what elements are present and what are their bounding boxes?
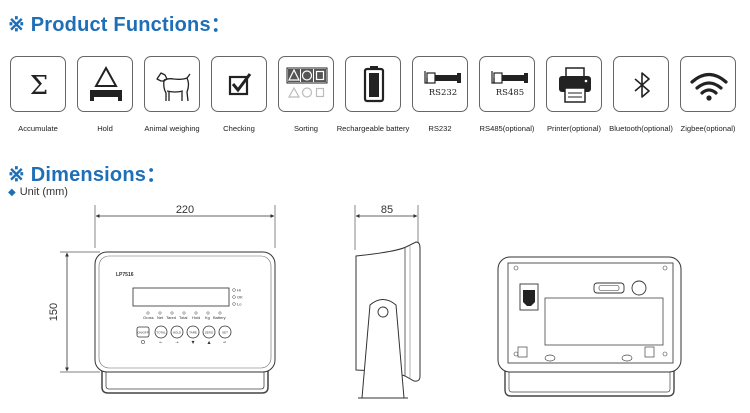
printer-icon	[546, 56, 602, 112]
power-symbol-icon	[141, 340, 145, 344]
zero-button	[202, 325, 216, 339]
dog-icon	[144, 56, 200, 112]
function-label-hold: Hold	[97, 124, 113, 133]
back-view-drawing	[497, 256, 682, 397]
function-label-printer: Printer(optional)	[546, 124, 602, 133]
product-functions-heading: ※ Product Functions：	[8, 14, 231, 36]
front-view-drawing: 220 150 LP7516 Hi OK Lo Gross Net Tared	[48, 204, 276, 394]
unit-note: ◆Unit (mm)	[8, 186, 68, 198]
hold-button-label: HOLD	[173, 331, 182, 335]
rs232-connector-text: RS232	[429, 88, 457, 98]
dimensions-heading: ※ Dimensions：	[8, 164, 167, 186]
indicator-tared: Tared	[166, 315, 176, 320]
sigma-icon: Σ	[10, 56, 66, 112]
device-model-label: LP7516	[116, 272, 134, 278]
tare-button	[186, 325, 200, 339]
svg-text:Σ: Σ	[30, 71, 48, 101]
status-lo: Lo	[237, 302, 242, 307]
wifi-icon	[680, 56, 736, 112]
rs232-connector-icon: RS232	[412, 56, 468, 112]
function-label-animal-weighing: Animal weighing	[144, 124, 200, 133]
function-label-checking: Checking	[223, 124, 255, 133]
dimension-drawings: 220 150 LP7516 Hi OK Lo Gross Net Tared	[48, 204, 682, 399]
total-button-label: TOTAL	[156, 331, 166, 335]
keypad: ON/OFF TOTAL HOLD TARE ZERO SET ← → ▼ ▲ …	[136, 325, 232, 345]
total-button	[154, 325, 168, 339]
status-ok: OK	[237, 295, 243, 300]
indicator-battery: Battery	[213, 315, 226, 320]
battery-icon	[345, 56, 401, 112]
zero-button-label: ZERO	[205, 331, 214, 335]
indicator-gross: Gross	[143, 315, 154, 320]
shapes-icon	[278, 56, 334, 112]
down-arrow-icon: ▼	[191, 340, 195, 345]
function-label-rechargeable-battery: Rechargeable battery	[336, 124, 410, 133]
round-connector-icon	[631, 280, 647, 296]
hold-button	[170, 325, 184, 339]
function-label-accumulate: Accumulate	[18, 124, 58, 133]
right-arrow-icon: →	[175, 340, 179, 345]
indicator-lamps	[146, 311, 222, 315]
power-button-label: ON/OFF	[137, 331, 148, 335]
indicator-net: Net	[157, 315, 164, 320]
checkbox-icon	[211, 56, 267, 112]
diamond-bullet-icon: ◆	[8, 187, 16, 198]
power-button	[136, 326, 150, 338]
function-label-rs485: RS485(optional)	[479, 124, 535, 133]
width-dimension: 220	[176, 204, 194, 216]
tare-button-label: TARE	[189, 331, 197, 335]
up-arrow-icon: ▲	[207, 340, 211, 345]
side-view-drawing: 85	[354, 204, 421, 399]
enter-icon: ↵	[223, 340, 226, 345]
function-label-zigbee: Zigbee(optional)	[680, 124, 736, 133]
set-button-label: SET	[222, 331, 228, 335]
height-dimension: 150	[48, 303, 60, 321]
hold-triangle-icon	[77, 56, 133, 112]
function-label-bluetooth: Bluetooth(optional)	[609, 124, 673, 133]
indicator-kg: Kg	[205, 315, 210, 320]
rs485-connector-text: RS485	[496, 88, 524, 98]
unit-label: Unit (mm)	[19, 186, 68, 198]
rs485-connector-icon: RS485	[479, 56, 535, 112]
set-button	[218, 325, 232, 339]
serial-port-icon	[593, 282, 625, 294]
indicator-total: Total	[179, 315, 188, 320]
function-label-rs232: RS232	[428, 124, 452, 133]
left-arrow-icon: ←	[159, 340, 163, 345]
indicator-hold: Hold	[192, 315, 200, 320]
function-label-sorting: Sorting	[293, 124, 319, 133]
depth-dimension: 85	[381, 204, 393, 216]
bluetooth-icon	[613, 56, 669, 112]
status-hi: Hi	[237, 288, 241, 293]
